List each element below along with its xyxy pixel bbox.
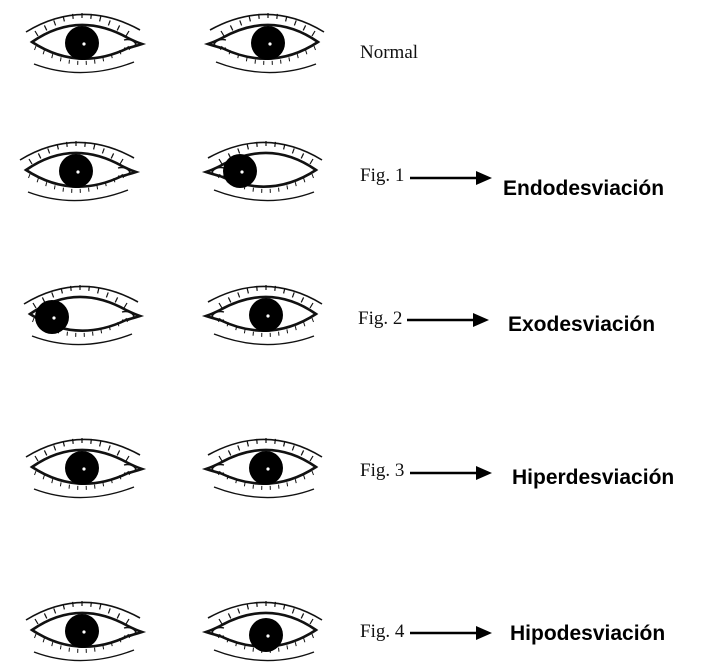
pupil-highlight xyxy=(266,314,269,317)
arrow-shape xyxy=(407,312,489,328)
pupil xyxy=(65,614,99,648)
right-eye-fig1 xyxy=(196,130,336,210)
eye-drawing xyxy=(196,427,336,507)
arrow-fig4 xyxy=(410,625,492,641)
fig-label-fig4: Fig. 4 xyxy=(360,621,404,643)
left-eye-fig2 xyxy=(10,274,150,354)
eye-drawing xyxy=(12,427,152,507)
eye-drawing xyxy=(196,274,336,354)
pupil-highlight xyxy=(240,170,243,173)
arrow-fig3 xyxy=(410,465,492,481)
term-label-fig2: Exodesviación xyxy=(508,313,655,337)
pupil-highlight xyxy=(76,170,79,173)
pupil-highlight xyxy=(82,630,85,633)
pupil xyxy=(65,451,99,485)
pupil-highlight xyxy=(266,634,269,637)
eye-drawing xyxy=(12,2,152,82)
pupil xyxy=(249,298,283,332)
eye-drawing xyxy=(12,590,152,670)
right-eye-fig4 xyxy=(196,590,336,670)
pupil xyxy=(59,154,93,188)
fig-label-fig2: Fig. 2 xyxy=(358,308,402,330)
arrow-shape xyxy=(410,170,492,186)
eye-drawing xyxy=(196,590,336,670)
left-eye-normal xyxy=(12,2,152,82)
arrow-fig2 xyxy=(407,312,489,328)
right-eye-normal xyxy=(198,2,338,82)
pupil xyxy=(249,618,283,652)
pupil xyxy=(35,300,69,334)
term-label-fig4: Hipodesviación xyxy=(510,622,665,646)
left-eye-fig4 xyxy=(12,590,152,670)
fig-label-fig3: Fig. 3 xyxy=(360,460,404,482)
term-label-fig1: Endodesviación xyxy=(503,177,664,201)
arrow-shape xyxy=(410,465,492,481)
term-label-fig3: Hiperdesviación xyxy=(512,466,674,490)
pupil-highlight xyxy=(266,467,269,470)
left-eye-fig3 xyxy=(12,427,152,507)
pupil xyxy=(65,26,99,60)
right-eye-fig3 xyxy=(196,427,336,507)
pupil xyxy=(251,26,285,60)
eye-drawing xyxy=(198,2,338,82)
fig-label-normal: Normal xyxy=(360,42,418,64)
arrow-shape xyxy=(410,625,492,641)
pupil-highlight xyxy=(82,467,85,470)
left-eye-fig1 xyxy=(6,130,146,210)
eye-drawing xyxy=(196,130,336,210)
pupil-highlight xyxy=(82,42,85,45)
eye-drawing xyxy=(6,130,146,210)
right-eye-fig2 xyxy=(196,274,336,354)
fig-label-fig1: Fig. 1 xyxy=(360,165,404,187)
eye-drawing xyxy=(10,274,150,354)
arrow-fig1 xyxy=(410,170,492,186)
pupil xyxy=(249,451,283,485)
pupil-highlight xyxy=(268,42,271,45)
pupil-highlight xyxy=(52,316,55,319)
pupil xyxy=(223,154,257,188)
